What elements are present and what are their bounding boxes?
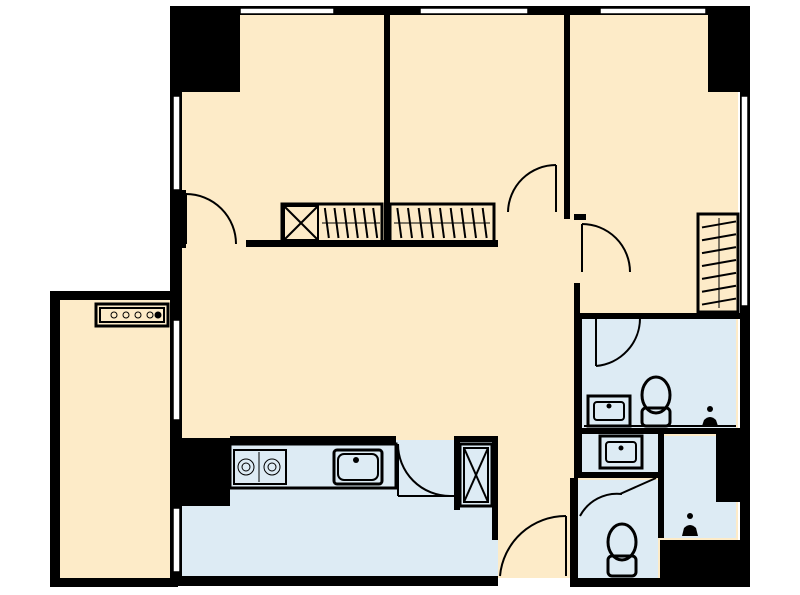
toilet-lower-icon: [606, 522, 638, 578]
door-bedroom-middle: [507, 164, 557, 213]
room-balcony: [60, 300, 170, 578]
kitchen-fixtures: [228, 442, 494, 508]
basin-lower-icon: [598, 434, 644, 470]
shower-lower-icon: [682, 513, 698, 536]
doors: [185, 164, 657, 577]
windows: [172, 7, 749, 573]
window-top-right: [599, 7, 707, 15]
door-washroom: [579, 477, 657, 517]
sink-icon: [332, 448, 384, 486]
door-bathroom: [595, 317, 642, 367]
exterior-gap: [498, 578, 570, 595]
wardrobe-right-icon: [696, 212, 740, 314]
bath-fixtures: [584, 375, 736, 578]
wardrobe-middle-icon: [388, 202, 496, 244]
room-toilet-lower: [578, 480, 658, 578]
wardrobe-left-icon: [280, 202, 384, 244]
window-left-upper: [172, 95, 181, 191]
window-top-left: [239, 7, 335, 15]
window-left-middle: [172, 319, 181, 421]
kitchen-counter: [228, 442, 398, 490]
window-left-lower: [172, 507, 181, 573]
stove-icon: [233, 449, 287, 485]
wardrobes: [280, 202, 740, 314]
shower-upper-icon: [702, 406, 718, 426]
fridge-icon: [458, 442, 494, 508]
door-bedroom-left: [185, 193, 237, 245]
interior-walls: [180, 15, 740, 578]
window-right-upper: [740, 95, 749, 307]
window-top-middle: [419, 7, 529, 15]
door-kitchen: [397, 443, 454, 497]
door-bedroom-right: [581, 223, 631, 273]
door-entry: [499, 514, 567, 577]
outdoor-unit-icon: [94, 302, 170, 328]
